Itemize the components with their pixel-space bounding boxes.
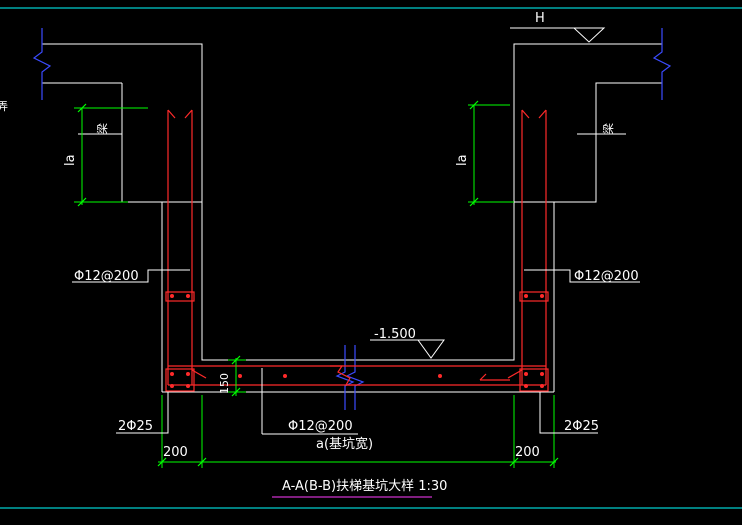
elevation-top-label: H [535, 11, 545, 26]
slab-rebar-label: Φ12@200 [288, 419, 353, 434]
right-anchor-label: la [455, 154, 470, 166]
right-beam-label: 梁 [601, 123, 615, 134]
right-wall-rebar-label: Φ12@200 [574, 269, 639, 284]
drawing-frame [0, 7, 742, 509]
left-anchor-label: la [63, 154, 78, 166]
left-edge-mark: 弄 [0, 100, 8, 113]
elevation-markers [417, 27, 606, 359]
concrete-outline [42, 43, 662, 393]
left-beam-label: 梁 [95, 123, 109, 134]
drawing-title: A-A(B-B)扶梯基坑大样 1:30 [282, 479, 447, 494]
pit-width-label: a(基坑宽) [316, 436, 373, 452]
break-lines [32, 28, 672, 410]
right-corner-bars-label: 2Φ25 [564, 419, 599, 434]
rebar-dots [170, 294, 544, 388]
dimension-lines [74, 104, 556, 468]
dimension-ticks [77, 100, 559, 467]
slab-thickness-label: 150 [218, 373, 231, 394]
elevation-bottom-label: -1.500 [374, 327, 416, 342]
right-wall-thickness-label: 200 [515, 445, 540, 460]
leader-lines [72, 27, 640, 435]
left-wall-rebar-label: Φ12@200 [74, 269, 139, 284]
left-wall-thickness-label: 200 [163, 445, 188, 460]
rebar-lines [165, 109, 549, 392]
left-corner-bars-label: 2Φ25 [118, 419, 153, 434]
